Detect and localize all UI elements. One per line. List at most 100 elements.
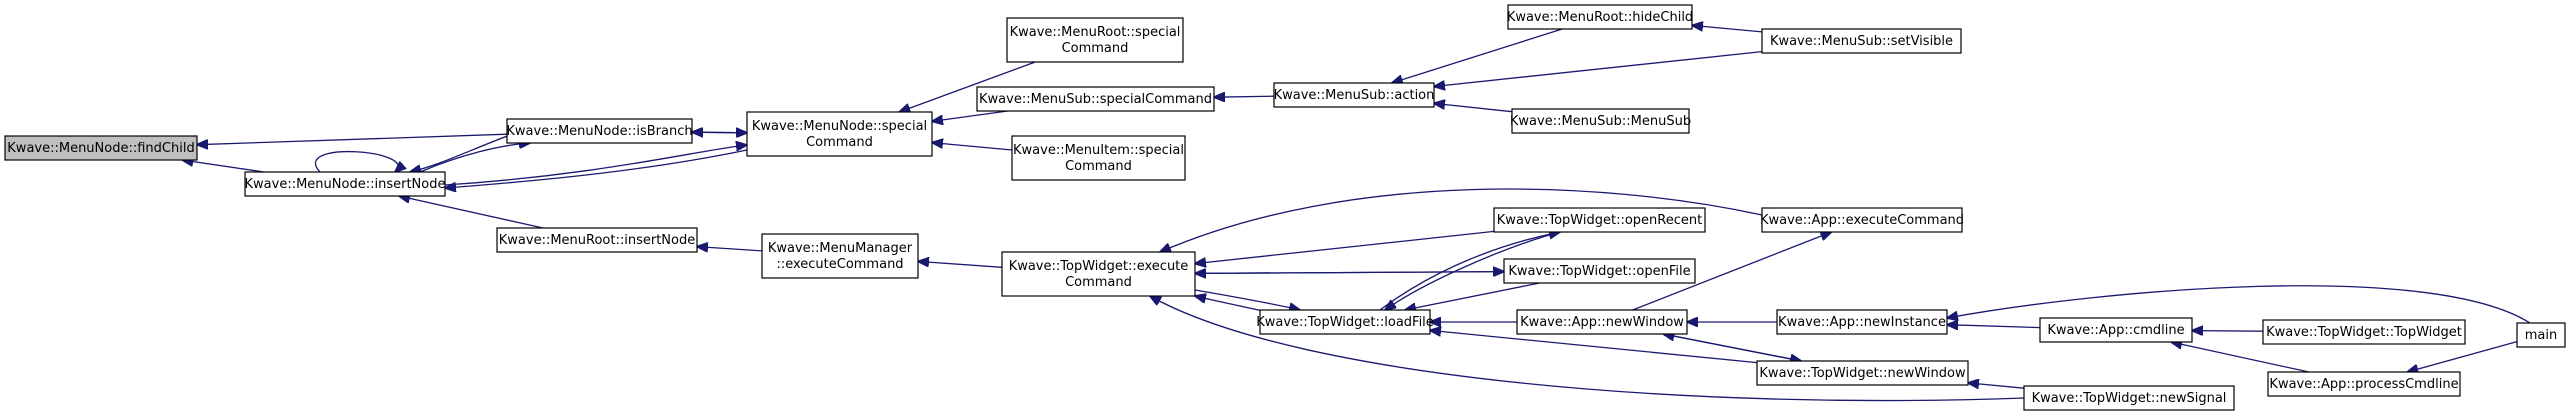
node-box: [1516, 309, 1688, 335]
node-box: [506, 118, 693, 144]
edge-appExec-to-twExec: [1160, 188, 1763, 252]
edge-mmExec-to-rootInsert: [697, 247, 763, 251]
edge-twExec-to-openFile: [1194, 272, 1504, 274]
node-appExec[interactable]: Kwave::App::executeCommand: [1760, 207, 1964, 233]
node-processCmdline[interactable]: Kwave::App::processCmdline: [2267, 371, 2461, 397]
node-nodeSpecial[interactable]: Kwave::MenuNode::specialCommand: [746, 111, 933, 157]
edge-menuSubCtor-to-subAction: [1434, 103, 1513, 113]
node-label: Kwave::MenuSub::action: [1274, 88, 1435, 103]
node-box: [1761, 28, 1962, 54]
node-box: [2023, 385, 2235, 411]
node-box: [1001, 251, 1196, 297]
node-label: Command: [1065, 159, 1132, 174]
nodes-layer: Kwave::MenuNode::findChildKwave::MenuNod…: [4, 4, 2566, 411]
node-hideChild[interactable]: Kwave::MenuRoot::hideChild: [1507, 4, 1693, 30]
edge-twCtor-to-appCmdline: [2192, 331, 2264, 332]
node-twCtor[interactable]: Kwave::TopWidget::TopWidget: [2262, 319, 2466, 345]
node-subAction[interactable]: Kwave::MenuSub::action: [1273, 82, 1435, 108]
edge-appNewWindow-to-appExec: [1632, 232, 1832, 311]
edge-twNewSignal-to-twNewWindow: [1968, 383, 2025, 388]
edge-rootSpecial-to-nodeSpecial: [899, 61, 1036, 112]
node-box: [1006, 17, 1184, 63]
node-box: [1503, 258, 1696, 284]
node-label: Command: [806, 135, 873, 150]
edge-insertNode-to-findChild: [182, 160, 264, 173]
node-label: Kwave::MenuRoot::special: [1010, 25, 1181, 40]
node-label: Kwave::App::processCmdline: [2269, 377, 2458, 392]
node-isBranch[interactable]: Kwave::MenuNode::isBranch: [506, 118, 693, 144]
node-subSpecial[interactable]: Kwave::MenuSub::specialCommand: [976, 86, 1215, 112]
node-label: Kwave::TopWidget::newSignal: [2032, 391, 2227, 406]
edge-insertNode-to-nodeSpecial: [444, 145, 747, 186]
node-appNewInstance[interactable]: Kwave::App::newInstance: [1776, 309, 1948, 335]
edge-subSpecial-to-nodeSpecial: [932, 110, 1008, 121]
edge-twNewWindow-to-loadFile: [1430, 330, 1758, 364]
edge-main-to-processCmdline: [2407, 340, 2518, 372]
node-findChild[interactable]: Kwave::MenuNode::findChild: [4, 135, 198, 161]
node-box: [496, 227, 698, 253]
node-box: [1273, 82, 1435, 108]
edge-setVisible-to-hideChild: [1692, 25, 1763, 33]
edge-insertNode-to-isBranch: [419, 143, 530, 173]
node-box: [2039, 317, 2193, 343]
node-label: Kwave::App::newWindow: [1520, 315, 1684, 330]
node-twNewSignal[interactable]: Kwave::TopWidget::newSignal: [2023, 385, 2235, 411]
node-box: [761, 233, 919, 279]
node-mmExec[interactable]: Kwave::MenuManager::executeCommand: [761, 233, 919, 279]
node-label: Kwave::MenuSub::specialCommand: [979, 92, 1212, 107]
node-box: [1776, 309, 1948, 335]
node-label: Kwave::TopWidget::openRecent: [1497, 213, 1702, 228]
node-loadFile[interactable]: Kwave::TopWidget::loadFile: [1256, 309, 1434, 335]
node-twNewWindow[interactable]: Kwave::TopWidget::newWindow: [1756, 360, 1969, 386]
edge-openFile-to-loadFile: [1405, 282, 1540, 310]
node-box: [1011, 135, 1186, 181]
node-box: [1511, 108, 1690, 134]
node-appCmdline[interactable]: Kwave::App::cmdline: [2039, 317, 2193, 343]
edge-openRecent-to-twExec: [1195, 230, 1495, 263]
edge-twNewSignal-to-twExec: [1150, 296, 2025, 402]
node-label: Kwave::App::cmdline: [2047, 323, 2184, 338]
edge-appCmdline-to-appNewInstance: [1947, 325, 2041, 328]
node-setVisible[interactable]: Kwave::MenuSub::setVisible: [1761, 28, 1962, 54]
node-label: Kwave::TopWidget::TopWidget: [2266, 325, 2462, 340]
node-box: [1259, 309, 1431, 335]
node-main[interactable]: main: [2516, 322, 2566, 348]
node-itemSpecial[interactable]: Kwave::MenuItem::specialCommand: [1011, 135, 1186, 181]
edge-itemSpecial-to-nodeSpecial: [932, 143, 1013, 151]
node-openFile[interactable]: Kwave::TopWidget::openFile: [1503, 258, 1696, 284]
node-box: [4, 135, 198, 161]
node-box: [1493, 207, 1706, 233]
edge-insertNode-to-insertNode: [315, 150, 398, 172]
edge-twExec-to-loadFile: [1194, 289, 1300, 310]
edge-loadFile-to-openRecent: [1379, 232, 1560, 311]
node-openRecent[interactable]: Kwave::TopWidget::openRecent: [1493, 207, 1706, 233]
edge-main-to-appNewInstance: [1947, 285, 2531, 324]
node-rootInsert[interactable]: Kwave::MenuRoot::insertNode: [496, 227, 698, 253]
node-label: Kwave::TopWidget::newWindow: [1759, 366, 1966, 381]
node-box: [2262, 319, 2466, 345]
node-box: [746, 111, 933, 157]
node-menuSubCtor[interactable]: Kwave::MenuSub::MenuSub: [1510, 108, 1691, 134]
node-label: Kwave::MenuNode::isBranch: [506, 124, 692, 139]
edge-setVisible-to-subAction: [1434, 50, 1763, 87]
node-twExec[interactable]: Kwave::TopWidget::executeCommand: [1001, 251, 1196, 297]
node-box: [1507, 4, 1693, 30]
node-box: [244, 171, 446, 197]
node-rootSpecial[interactable]: Kwave::MenuRoot::specialCommand: [1006, 17, 1184, 63]
edge-isBranch-to-insertNode: [410, 134, 511, 172]
edge-appNewWindow-to-twNewWindow: [1663, 333, 1801, 361]
edge-isBranch-to-findChild: [197, 133, 508, 145]
node-label: Kwave::MenuManager: [768, 241, 913, 256]
node-box: [2267, 371, 2461, 397]
node-label: ::executeCommand: [776, 257, 903, 272]
node-appNewWindow[interactable]: Kwave::App::newWindow: [1516, 309, 1688, 335]
node-label: Command: [1062, 41, 1129, 56]
node-insertNode[interactable]: Kwave::MenuNode::insertNode: [244, 171, 446, 197]
node-label: Kwave::MenuItem::special: [1013, 143, 1184, 158]
node-label: Kwave::MenuNode::insertNode: [245, 177, 446, 192]
node-label: Kwave::MenuRoot::insertNode: [499, 233, 695, 248]
node-label: Kwave::TopWidget::openFile: [1508, 264, 1690, 279]
node-label: Kwave::MenuRoot::hideChild: [1507, 10, 1693, 25]
node-label: Kwave::MenuNode::special: [752, 119, 927, 134]
